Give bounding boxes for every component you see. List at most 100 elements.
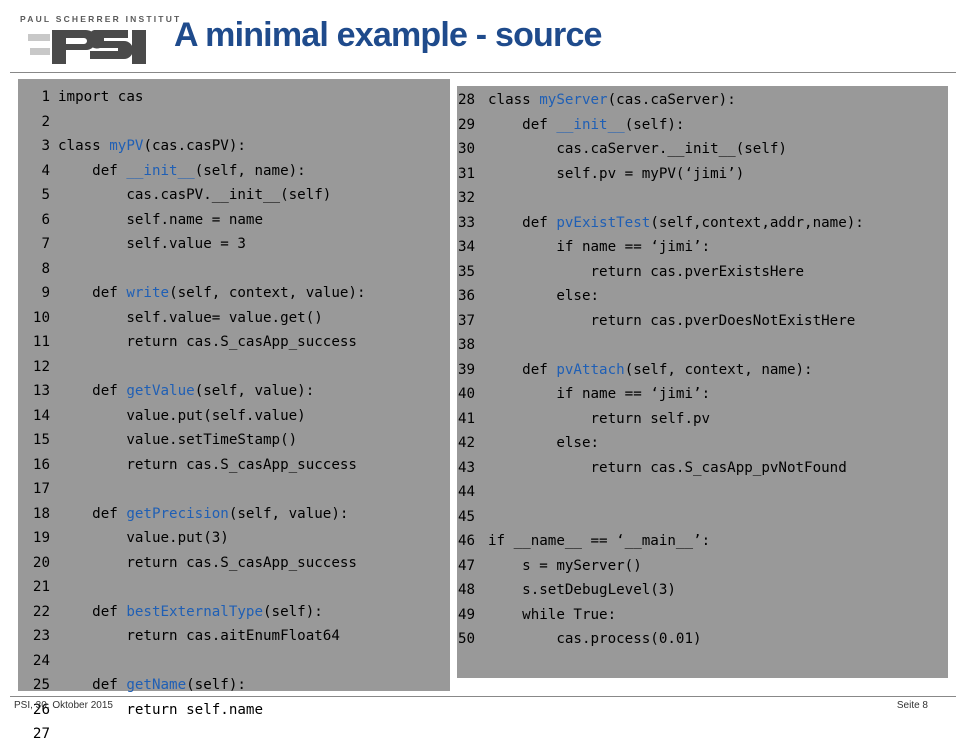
- code-line: 22 def bestExternalType(self):: [18, 600, 366, 625]
- code-text: (self, context, value):: [169, 285, 366, 301]
- line-number: 43: [458, 459, 476, 476]
- code-text: (self):: [186, 677, 246, 693]
- line-number: 4: [41, 162, 50, 179]
- code-text: [488, 117, 522, 133]
- code-line: 45: [458, 505, 864, 530]
- code-function-name: getName: [126, 677, 187, 693]
- code-string: ‘jimi’: [650, 239, 702, 255]
- code-line: 32: [458, 186, 864, 211]
- psi-logo-mark-icon: [28, 30, 146, 64]
- code-text: [488, 411, 591, 427]
- line-number: 31: [458, 165, 476, 182]
- line-number: 9: [41, 285, 50, 301]
- code-keyword: def: [522, 116, 548, 133]
- code-line: 9 def write(self, context, value):: [18, 281, 366, 306]
- code-line: 15 value.setTimeStamp(): [18, 428, 366, 453]
- code-text: (self, context, name):: [624, 361, 813, 378]
- code-text: cas.S_casApp_pvNotFound: [641, 459, 847, 476]
- code-line: 8: [18, 257, 366, 282]
- line-number: 26: [32, 701, 50, 718]
- code-line: 41 return self.pv: [458, 407, 864, 432]
- code-text: [488, 460, 591, 476]
- code-function-name: myServer: [539, 92, 608, 108]
- code-text: cas.casPV.__init__(self): [58, 187, 332, 203]
- logo-institute-name: PAUL SCHERRER INSTITUT: [20, 14, 182, 24]
- code-text: [488, 386, 556, 402]
- code-text: [58, 555, 126, 571]
- code-text: cas.pverDoesNotExistHere: [641, 312, 856, 329]
- line-number: 10: [32, 309, 50, 326]
- code-function-name: pvAttach: [556, 361, 625, 378]
- code-line: 19 value.put(3): [18, 526, 366, 551]
- line-number: 2: [41, 113, 50, 130]
- code-line: 49 while True:: [458, 603, 864, 628]
- code-text: :: [701, 386, 711, 402]
- line-number: 42: [458, 435, 476, 451]
- code-text: self.pv: [641, 410, 711, 427]
- code-text: [58, 334, 126, 350]
- code-text: cas.S_casApp_success: [177, 334, 357, 350]
- code-line: 37 return cas.pverDoesNotExistHere: [458, 309, 864, 334]
- code-function-name: pvExistTest: [556, 214, 651, 231]
- line-number: 23: [32, 628, 50, 644]
- line-number: 7: [41, 236, 50, 252]
- code-text: [58, 163, 92, 179]
- code-text: (cas.caServer):: [607, 92, 736, 108]
- line-number: 32: [458, 190, 476, 206]
- line-number: 39: [458, 361, 476, 378]
- line-number: 25: [32, 677, 50, 693]
- line-number: 44: [458, 484, 476, 500]
- line-number: 35: [458, 263, 476, 280]
- code-text: self.value = 3: [58, 236, 246, 252]
- code-line: 5 cas.casPV.__init__(self): [18, 183, 366, 208]
- line-number: 30: [458, 141, 476, 157]
- code-function-name: write: [126, 285, 170, 301]
- line-number: 8: [41, 260, 50, 277]
- code-keyword: return: [590, 263, 642, 280]
- code-line: 48 s.setDebugLevel(3): [458, 578, 864, 603]
- code-keyword: return: [126, 554, 178, 571]
- line-number: 27: [32, 726, 50, 742]
- code-keyword: def: [92, 285, 118, 301]
- code-function-name: bestExternalType: [126, 603, 264, 620]
- line-number: 15: [32, 432, 50, 448]
- code-text: [58, 383, 92, 399]
- code-text: (self):: [263, 603, 323, 620]
- code-text: self.value= value.get(): [58, 309, 323, 326]
- code-line: 6 self.name = name: [18, 208, 366, 233]
- code-keyword: def: [92, 162, 118, 179]
- line-number: 11: [32, 334, 50, 350]
- code-text: [101, 138, 110, 154]
- code-line: 12: [18, 355, 366, 380]
- code-line: 33 def pvExistTest(self,context,addr,nam…: [458, 211, 864, 236]
- code-keyword: return: [590, 312, 642, 329]
- code-keyword: return: [126, 701, 178, 718]
- code-text: __name__ ==: [505, 533, 617, 549]
- code-function-name: getPrecision: [126, 505, 229, 522]
- code-text: name ==: [573, 239, 651, 255]
- code-string: ‘jimi’: [684, 165, 736, 182]
- code-line: 4 def __init__(self, name):: [18, 159, 366, 184]
- code-string: ‘jimi’: [650, 386, 702, 402]
- code-line: 34 if name == ‘jimi’:: [458, 235, 864, 260]
- code-keyword: import: [58, 89, 110, 105]
- code-keyword: def: [522, 214, 548, 231]
- line-number: 33: [458, 214, 476, 231]
- code-line: 10 self.value= value.get(): [18, 306, 366, 331]
- code-text: value.setTimeStamp(): [58, 432, 298, 448]
- code-text: [488, 288, 556, 304]
- code-text: [58, 506, 92, 522]
- code-text: :: [701, 239, 711, 255]
- code-keyword: def: [92, 383, 118, 399]
- line-number: 46: [458, 533, 476, 549]
- line-number: 37: [458, 312, 476, 329]
- code-keyword: return: [126, 628, 178, 644]
- line-number: 48: [458, 582, 476, 598]
- code-line: 36 else:: [458, 284, 864, 309]
- code-keyword: else: [556, 435, 591, 451]
- code-text: [58, 604, 92, 620]
